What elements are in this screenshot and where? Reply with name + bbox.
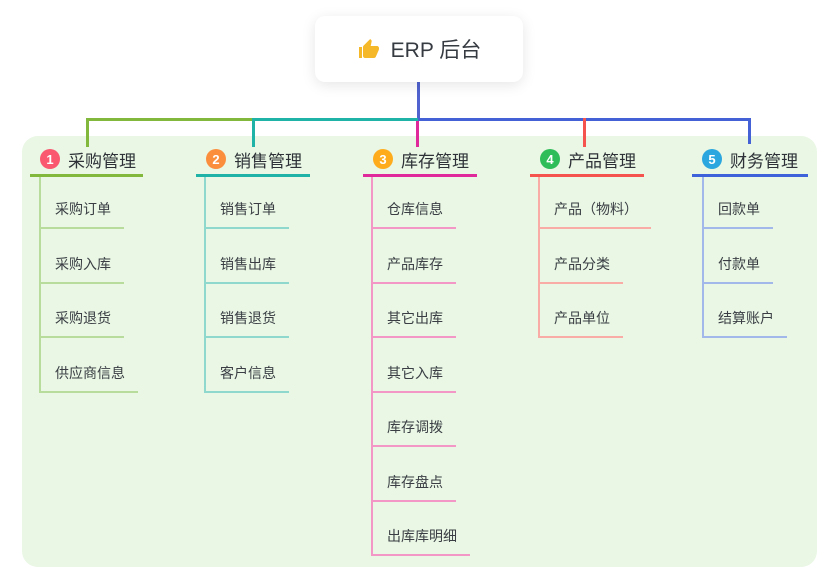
child-node-label: 回款单 [702, 199, 773, 229]
child-node-label: 采购入库 [39, 254, 124, 284]
child-node-label: 产品单位 [538, 308, 623, 338]
connector-branch-5-drop [748, 118, 751, 144]
child-node[interactable]: 其它出库 [371, 284, 470, 338]
branch-title: 销售管理 [234, 151, 302, 171]
children-line-purchase [39, 177, 41, 392]
children-line-inventory [371, 177, 373, 556]
branch-title: 采购管理 [68, 151, 136, 171]
connector-branch-4-drop [583, 118, 586, 147]
child-node-label: 产品（物料） [538, 199, 651, 229]
child-node-label: 其它出库 [371, 308, 456, 338]
branch-badge: 3 [373, 149, 393, 169]
child-node[interactable]: 库存调拨 [371, 393, 470, 447]
branch-title: 库存管理 [401, 151, 469, 171]
branch-children-inventory: 仓库信息 产品库存 其它出库 其它入库 库存调拨 库存盘点 出库库明细 [371, 177, 470, 556]
branches-panel [22, 136, 817, 567]
child-node[interactable]: 供应商信息 [39, 338, 138, 393]
child-node-label: 出库库明细 [371, 526, 470, 556]
root-node[interactable]: ERP 后台 [315, 16, 523, 82]
child-node-label: 供应商信息 [39, 363, 138, 393]
child-node[interactable]: 客户信息 [204, 338, 289, 393]
child-node-label: 结算账户 [702, 308, 787, 338]
child-node[interactable]: 采购订单 [39, 177, 138, 229]
children-line-product [538, 177, 540, 338]
branch-badge: 1 [40, 149, 60, 169]
child-node[interactable]: 库存盘点 [371, 447, 470, 502]
child-node-label: 客户信息 [204, 363, 289, 393]
branch-badge: 4 [540, 149, 560, 169]
connector-branch-2 [252, 118, 420, 121]
child-node-label: 销售退货 [204, 308, 289, 338]
child-node[interactable]: 采购入库 [39, 229, 138, 284]
thumbs-up-icon [358, 39, 379, 58]
child-node-label: 库存盘点 [371, 472, 456, 502]
branch-children-purchase: 采购订单 采购入库 采购退货 供应商信息 [39, 177, 138, 393]
branch-header-sales[interactable]: 2 销售管理 [196, 144, 310, 177]
child-node-label: 销售订单 [204, 199, 289, 229]
child-node[interactable]: 结算账户 [702, 284, 787, 338]
child-node-label: 销售出库 [204, 254, 289, 284]
branch-header-purchase[interactable]: 1 采购管理 [30, 144, 143, 177]
child-node-label: 库存调拨 [371, 417, 456, 447]
child-node[interactable]: 付款单 [702, 229, 787, 284]
child-node-label: 产品库存 [371, 254, 456, 284]
child-node-label: 仓库信息 [371, 199, 456, 229]
branch-title: 财务管理 [730, 151, 798, 171]
branch-title: 产品管理 [568, 151, 636, 171]
branch-children-finance: 回款单 付款单 结算账户 [702, 177, 787, 338]
child-node-label: 产品分类 [538, 254, 623, 284]
child-node[interactable]: 产品单位 [538, 284, 651, 338]
children-line-sales [204, 177, 206, 392]
child-node-label: 采购订单 [39, 199, 124, 229]
child-node[interactable]: 产品（物料） [538, 177, 651, 229]
branch-header-finance[interactable]: 5 财务管理 [692, 144, 808, 177]
child-node[interactable]: 回款单 [702, 177, 787, 229]
child-node[interactable]: 仓库信息 [371, 177, 470, 229]
branch-badge: 5 [702, 149, 722, 169]
connector-branch-1-drop [86, 118, 89, 147]
child-node[interactable]: 采购退货 [39, 284, 138, 338]
child-node[interactable]: 其它入库 [371, 338, 470, 393]
connector-branch-2-drop [252, 118, 255, 147]
child-node[interactable]: 产品分类 [538, 229, 651, 284]
branch-header-inventory[interactable]: 3 库存管理 [363, 144, 477, 177]
branch-children-product: 产品（物料） 产品分类 产品单位 [538, 177, 651, 338]
branch-children-sales: 销售订单 销售出库 销售退货 客户信息 [204, 177, 289, 393]
root-node-label: ERP 后台 [390, 39, 482, 62]
child-node-label: 采购退货 [39, 308, 124, 338]
child-node[interactable]: 销售订单 [204, 177, 289, 229]
child-node[interactable]: 出库库明细 [371, 502, 470, 556]
child-node[interactable]: 产品库存 [371, 229, 470, 284]
branch-header-product[interactable]: 4 产品管理 [530, 144, 644, 177]
branch-badge: 2 [206, 149, 226, 169]
connector-root [417, 82, 420, 121]
connector-branch-3 [416, 118, 419, 147]
child-node-label: 付款单 [702, 254, 773, 284]
child-node[interactable]: 销售出库 [204, 229, 289, 284]
child-node[interactable]: 销售退货 [204, 284, 289, 338]
children-line-finance [702, 177, 704, 338]
child-node-label: 其它入库 [371, 363, 456, 393]
